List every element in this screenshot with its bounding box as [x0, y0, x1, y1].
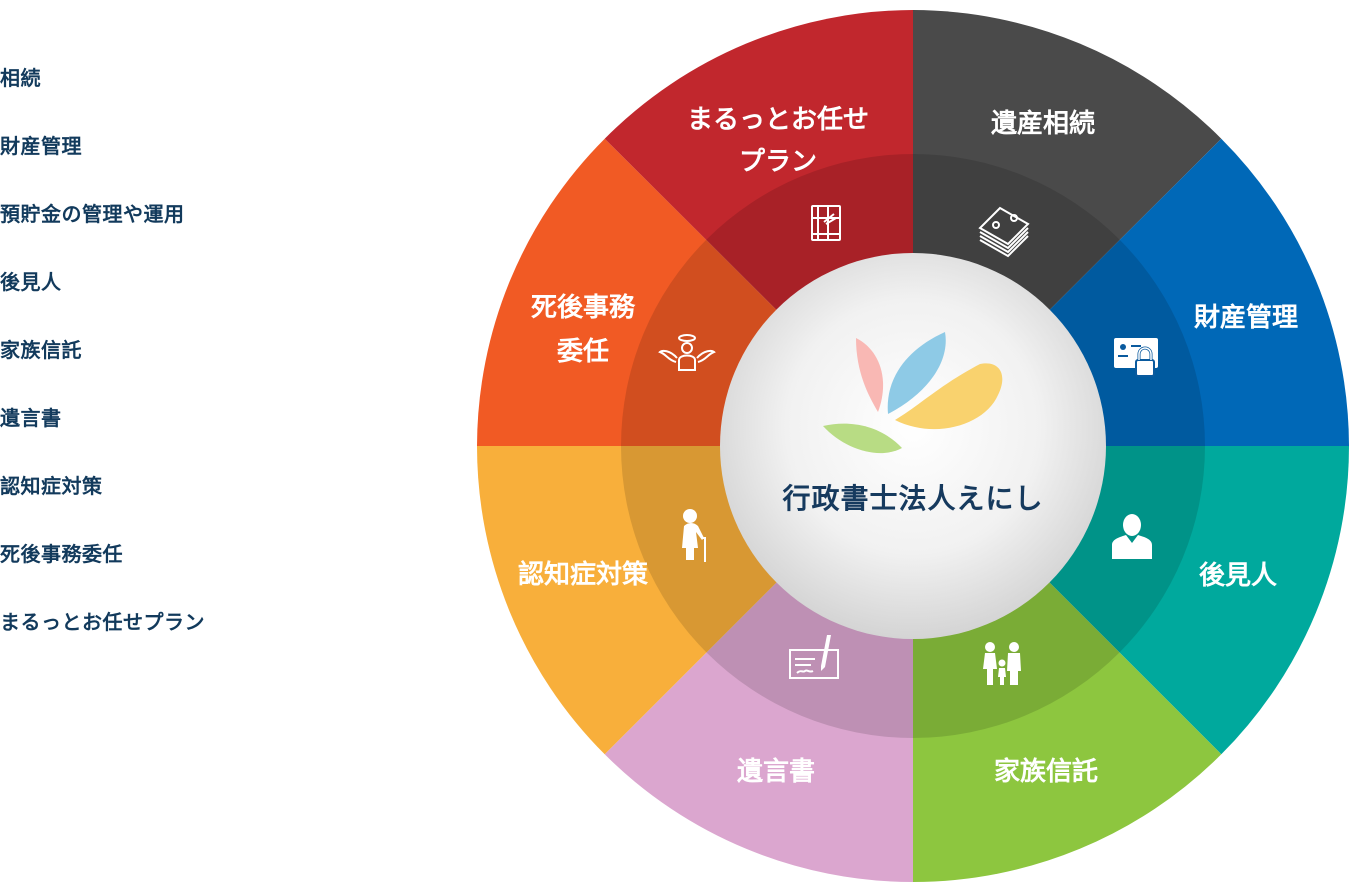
side-menu-item-dementia[interactable]: 認知症対策	[0, 474, 103, 498]
side-menu-item-posthumous[interactable]: 死後事務委任	[0, 542, 123, 566]
angel-icon	[658, 334, 716, 371]
label-family-trust: 家族信託	[994, 756, 1098, 787]
side-menu-item-asset-management[interactable]: 財産管理	[0, 134, 82, 158]
side-menu-item-guardian[interactable]: 後見人	[0, 270, 62, 294]
gift-book-icon	[811, 205, 841, 241]
label-full-plan: まるっとお任せ	[687, 105, 869, 135]
person-icon	[1112, 514, 1152, 559]
label-guardian: 後見人	[1199, 560, 1277, 591]
label-posthumous-line2: 委任	[557, 337, 609, 367]
side-menu-item-full-plan[interactable]: まるっとお任せプラン	[0, 610, 205, 634]
side-menu-item-savings[interactable]: 預貯金の管理や運用	[0, 202, 185, 226]
side-menu-item-family-trust[interactable]: 家族信託	[0, 338, 82, 362]
label-full-plan-line2: プラン	[739, 147, 817, 177]
center-title: 行政書士法人えにし	[781, 482, 1043, 515]
label-inheritance: 遺産相続	[991, 108, 1095, 139]
label-posthumous: 死後事務	[531, 292, 636, 323]
side-menu: 相続 財産管理 預貯金の管理や運用 後見人 家族信託 遺言書 認知症対策 死後事…	[0, 60, 205, 672]
center-circle	[720, 253, 1106, 639]
signature-icon	[789, 635, 839, 679]
money-stack-icon	[978, 206, 1030, 258]
side-menu-item-inheritance[interactable]: 相続	[0, 66, 41, 90]
label-will: 遺言書	[737, 757, 815, 787]
elderly-icon	[682, 509, 706, 562]
side-menu-item-will[interactable]: 遺言書	[0, 406, 62, 430]
family-icon	[983, 642, 1021, 685]
logo-icon	[823, 332, 1003, 454]
id-card-lock-icon	[1114, 338, 1158, 377]
label-dementia: 認知症対策	[518, 559, 648, 590]
label-asset-management: 財産管理	[1194, 302, 1298, 333]
